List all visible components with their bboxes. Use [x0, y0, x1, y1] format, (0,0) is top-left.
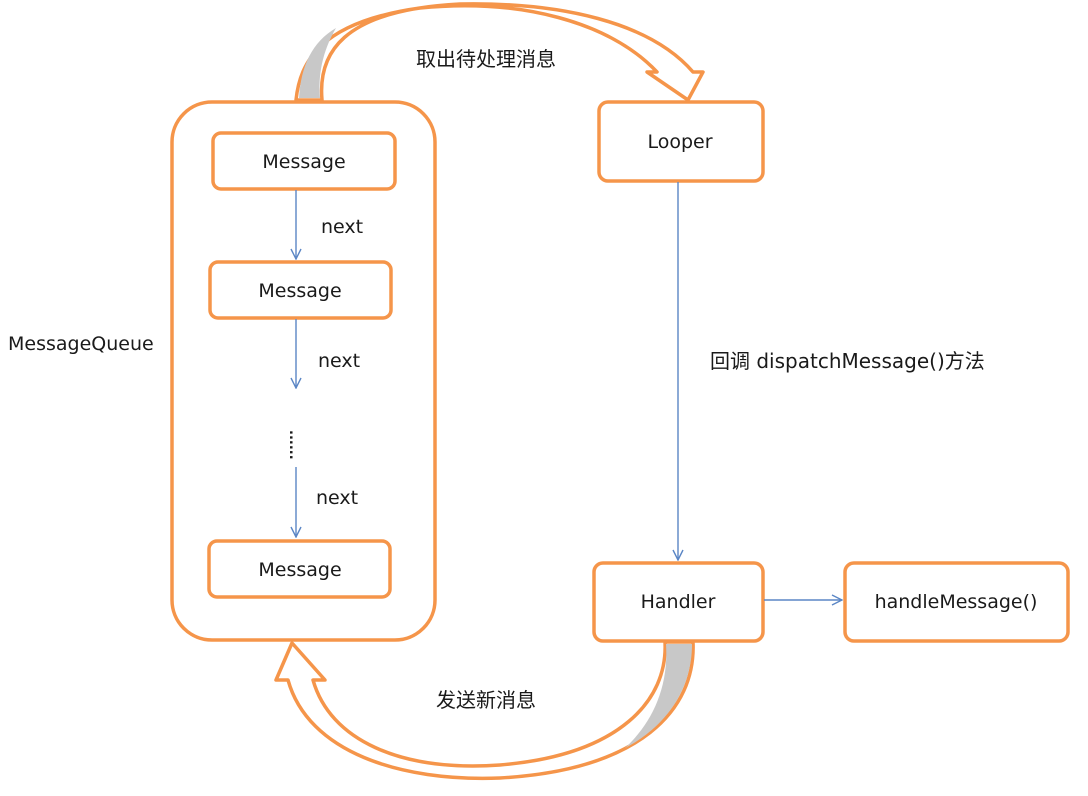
next-label-3: next [316, 487, 358, 509]
message-queue-label: MessageQueue [8, 333, 154, 355]
message-label-1: Message [262, 151, 345, 173]
callback-label: 回调 dispatchMessage()方法 [710, 349, 985, 373]
next-label-1: next [321, 216, 363, 238]
looper-label: Looper [647, 131, 712, 153]
handle-message-node [843, 561, 1070, 643]
message-node-1 [211, 131, 397, 191]
take-out-label: 取出待处理消息 [416, 47, 556, 71]
handle-message-label: handleMessage() [875, 591, 1038, 613]
next-label-2: next [318, 350, 360, 372]
send-label: 发送新消息 [436, 688, 536, 712]
message-label-2: Message [258, 280, 341, 302]
handler-node [592, 561, 765, 643]
looper-node [597, 100, 765, 183]
send-curved-arrow [274, 640, 695, 781]
message-node-2 [208, 260, 393, 320]
message-label-3: Message [258, 559, 341, 581]
ellipsis-label: ...... [286, 430, 301, 460]
message-node-3 [207, 539, 392, 599]
handler-label: Handler [641, 591, 716, 613]
take-out-curved-arrow [294, 2, 705, 102]
message-queue-container [170, 100, 437, 642]
